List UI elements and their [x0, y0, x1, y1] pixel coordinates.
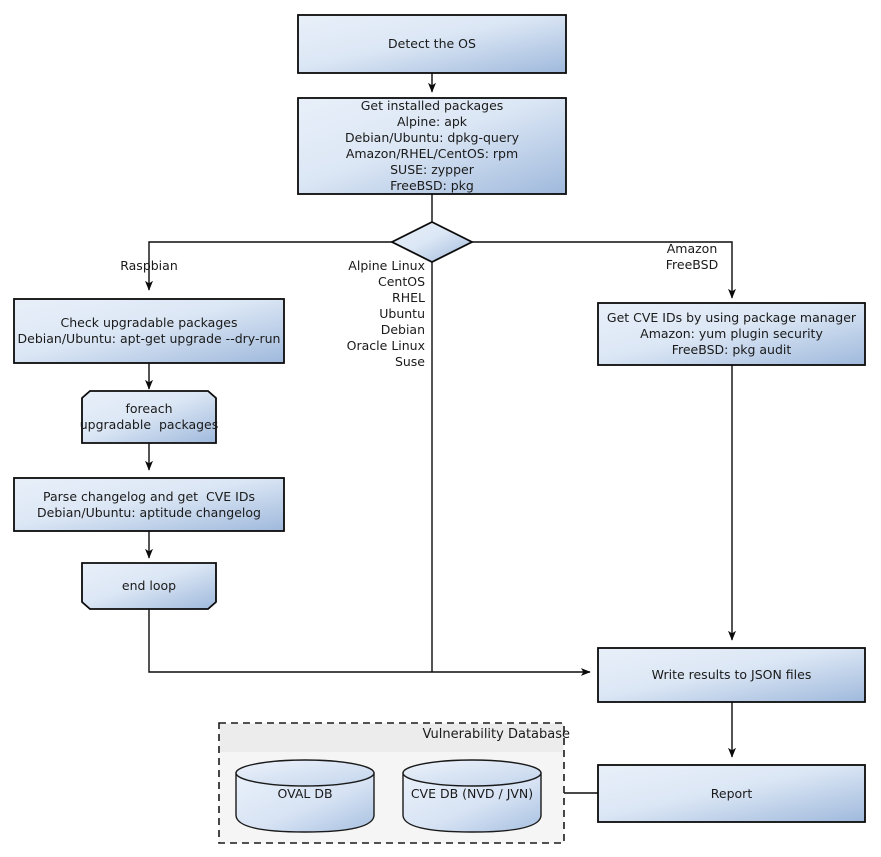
node-end-loop-shape[interactable]	[81, 562, 217, 610]
cve-db-cylinder	[402, 759, 542, 833]
oval-db-cylinder	[235, 759, 375, 833]
node-parse-changelog-shape[interactable]	[13, 477, 285, 532]
node-report-shape[interactable]	[597, 764, 866, 823]
edge-label-raspbian: Raspbian	[120, 258, 178, 273]
node-check-upgradable-shape[interactable]	[13, 298, 285, 364]
node-decision-diamond[interactable]	[389, 220, 475, 264]
edge-label-middle-os-list: Alpine Linux CentOS RHEL Ubuntu Debian O…	[346, 258, 425, 369]
edge-decision-to-check	[145, 241, 392, 291]
node-get-installed-packages-shape[interactable]	[297, 97, 567, 195]
group-title-vulnerability-database: Vulnerability Database	[422, 727, 570, 742]
group-header-band	[220, 724, 563, 752]
edge-decision-to-cve	[472, 241, 736, 299]
node-write-results-shape[interactable]	[597, 647, 866, 703]
edge-endloop-to-write	[148, 609, 591, 676]
node-get-cve-ids-shape[interactable]	[597, 302, 866, 366]
cve-db-label: CVE DB (NVD / JVN)	[410, 786, 534, 801]
edge-label-amazon-freebsd: Amazon FreeBSD	[665, 241, 719, 272]
node-foreach-shape[interactable]	[81, 390, 217, 444]
node-detect-os-shape[interactable]	[297, 14, 567, 74]
oval-db-label: OVAL DB	[277, 786, 333, 801]
